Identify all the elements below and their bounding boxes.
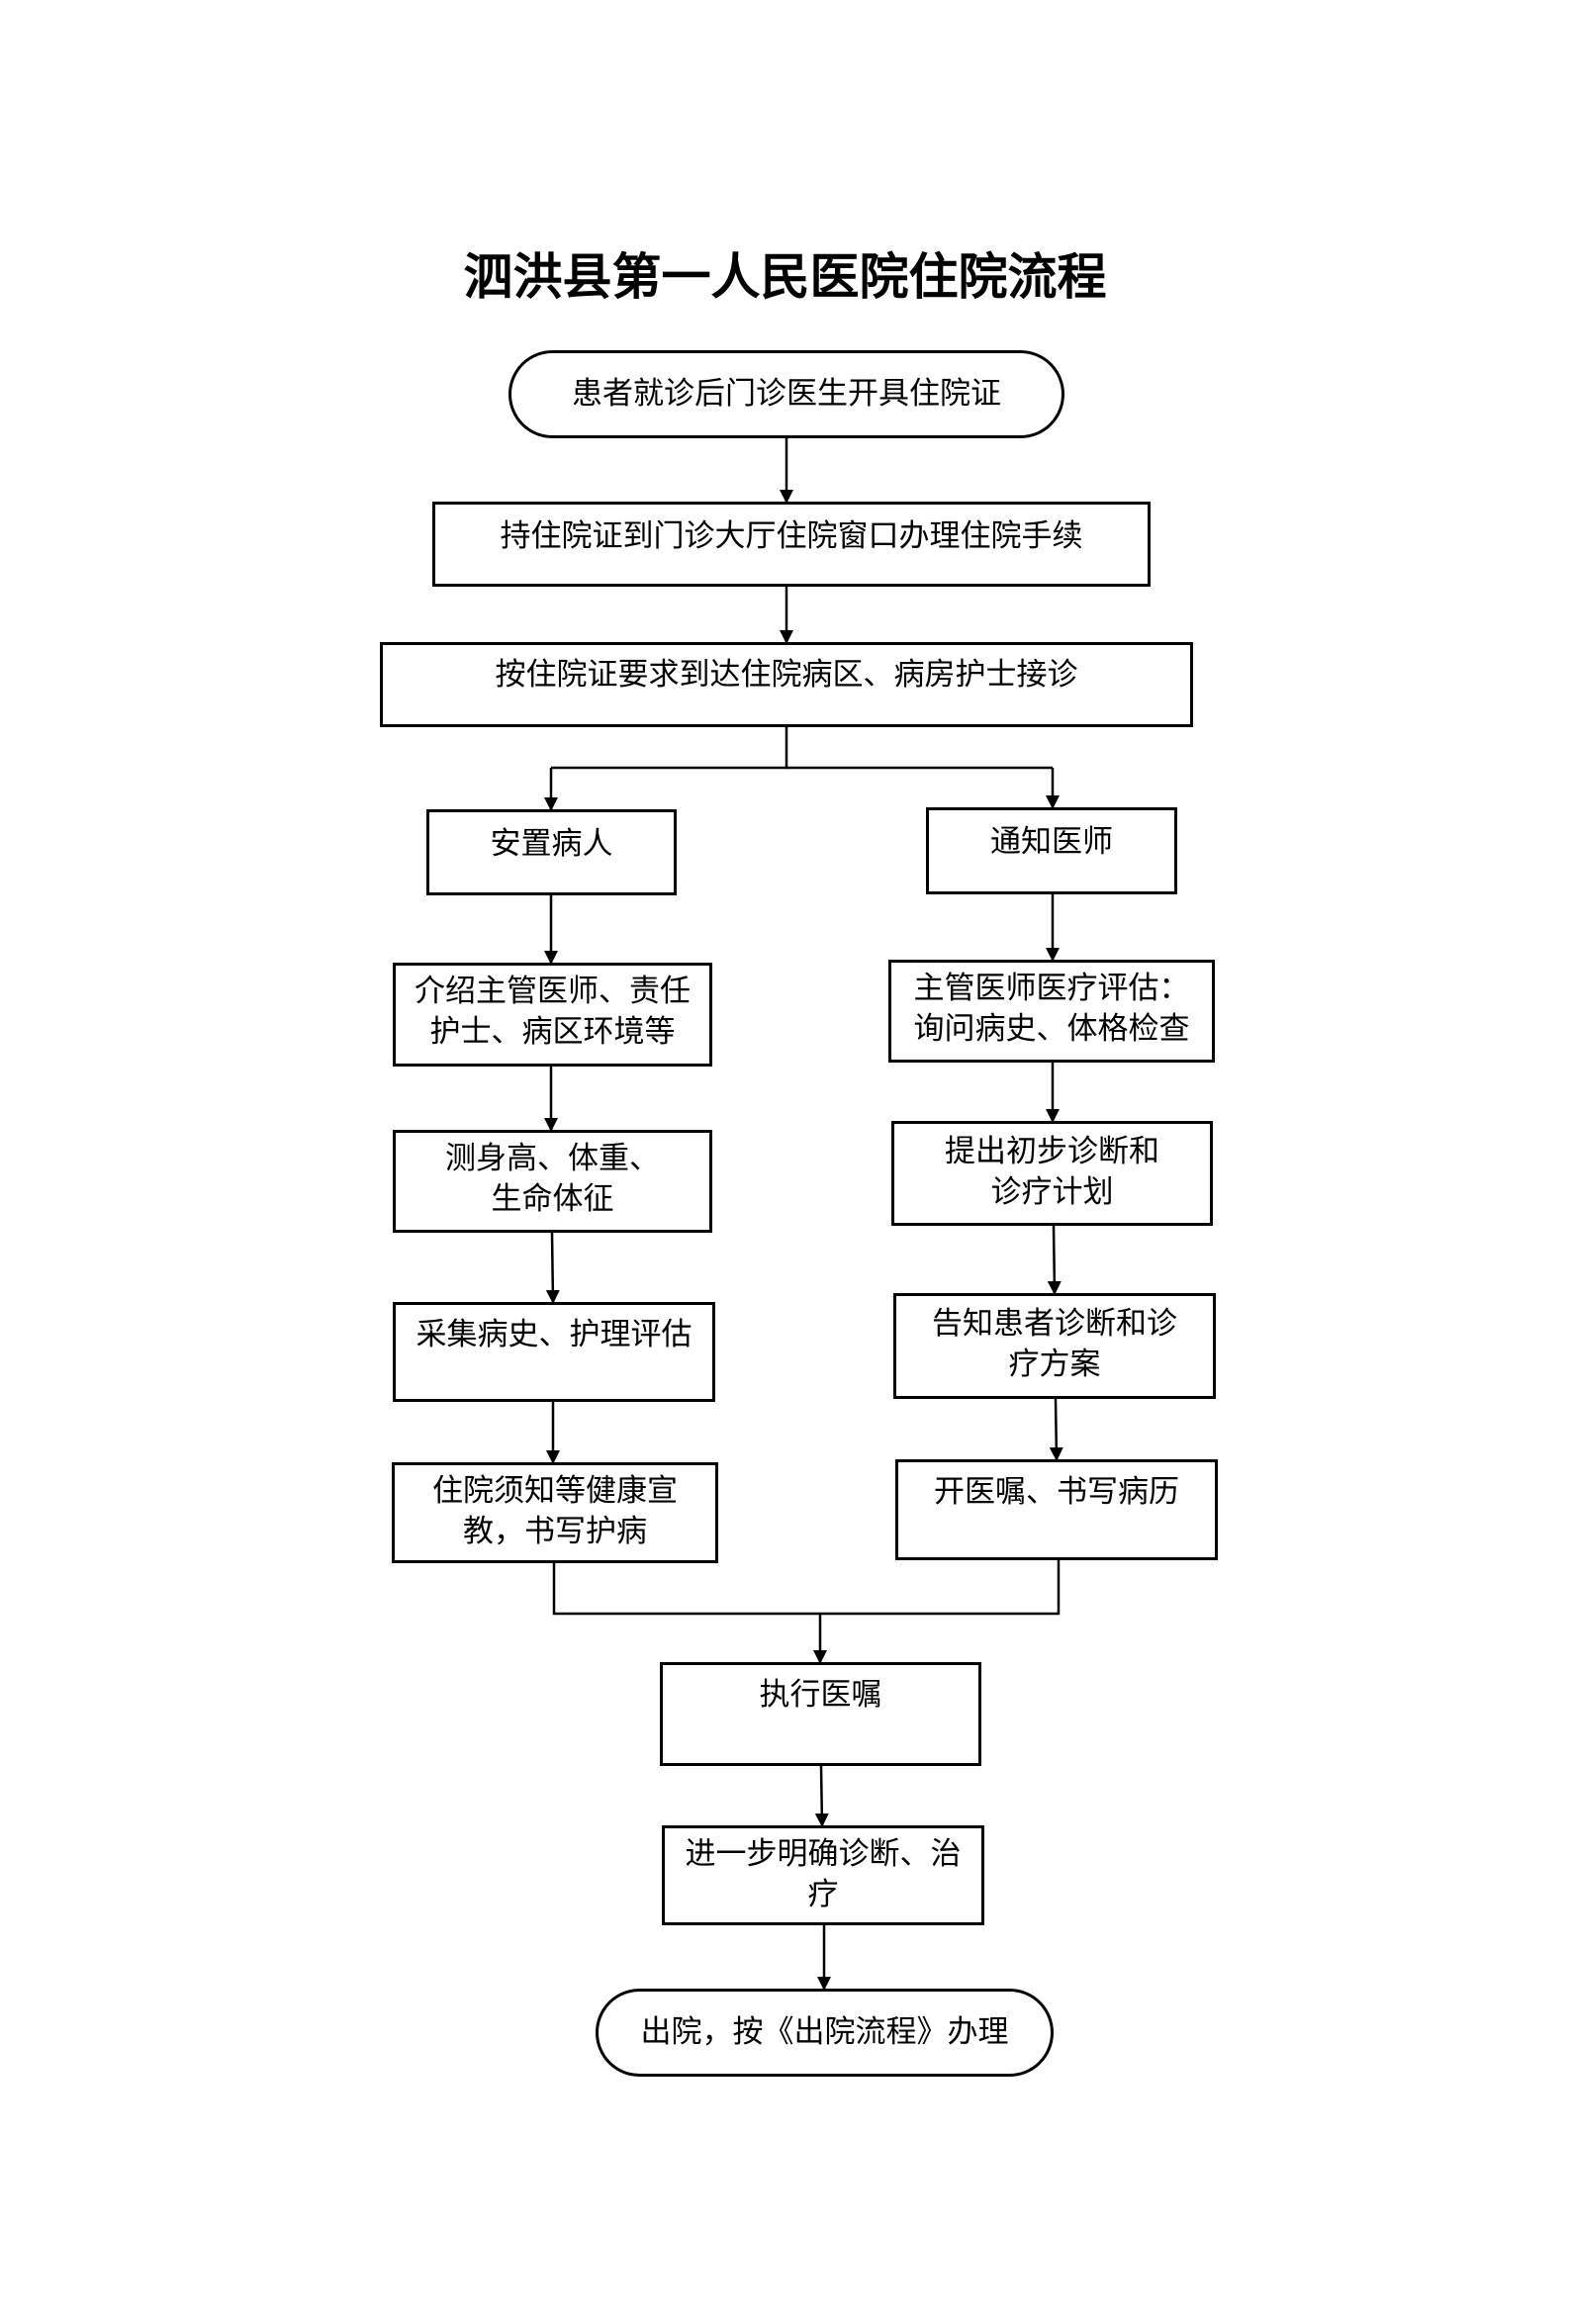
node-further: 进一步明确诊断、治 疗 <box>662 1825 984 1925</box>
connector-ward-split <box>551 727 788 770</box>
node-collect: 采集病史、护理评估 <box>393 1302 715 1402</box>
connector-merge <box>552 1560 1061 1616</box>
arrow-inform-orders <box>1049 1398 1063 1461</box>
arrow-execute-further <box>814 1765 829 1827</box>
node-inform: 告知患者诊断和诊 疗方案 <box>893 1293 1216 1399</box>
arrow-measure-collect <box>545 1232 560 1304</box>
node-evaluate: 主管医师医疗评估： 询问病史、体格检查 <box>888 960 1215 1063</box>
node-education: 住院须知等健康宣 教，书写护病 <box>392 1462 718 1563</box>
node-start: 患者就诊后门诊医生开具住院证 <box>508 350 1064 438</box>
node-execute: 执行医嘱 <box>660 1662 981 1766</box>
arrow-diagnosis-inform <box>1047 1225 1062 1295</box>
node-measure: 测身高、体重、 生命体征 <box>393 1130 712 1233</box>
page-title: 泗洪县第一人民医院住院流程 <box>463 247 1107 306</box>
node-notify-doctor: 通知医师 <box>926 807 1177 894</box>
node-admission: 持住院证到门诊大厅住院窗口办理住院手续 <box>432 502 1151 587</box>
node-ward: 按住院证要求到达住院病区、病房护士接诊 <box>380 642 1193 727</box>
node-settle-patient: 安置病人 <box>426 809 677 895</box>
node-diagnosis: 提出初步诊断和 诊疗计划 <box>891 1121 1213 1226</box>
node-orders: 开医嘱、书写病历 <box>895 1459 1218 1560</box>
node-discharge: 出院，按《出院流程》办理 <box>596 1989 1054 2077</box>
node-introduce: 介绍主管医师、责任 护士、病区环境等 <box>393 963 712 1067</box>
